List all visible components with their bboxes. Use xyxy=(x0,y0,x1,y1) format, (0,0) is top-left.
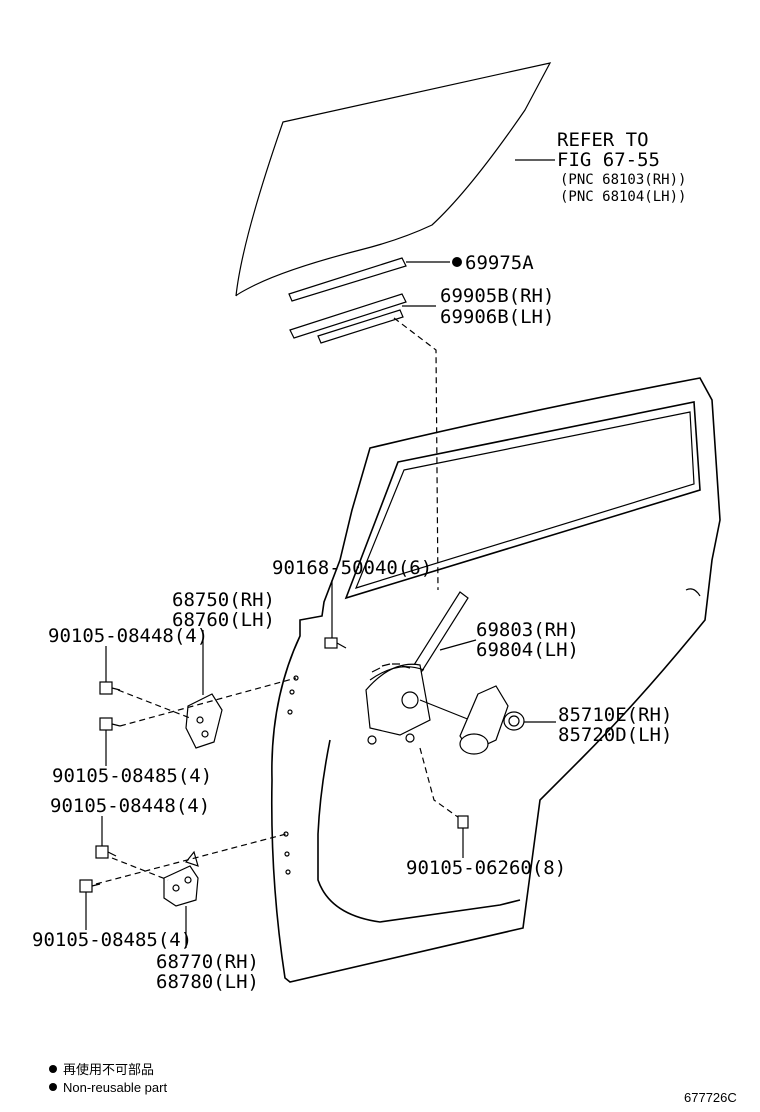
motor-bolt-dashed xyxy=(419,747,463,821)
door-inner-panel xyxy=(317,739,521,923)
upper-hinge-rh-label: 68750(RH) xyxy=(172,589,275,611)
upper-hinge-lh-label: 68760(LH) xyxy=(172,609,275,631)
lower-hinge-lh-label: 68780(LH) xyxy=(156,971,259,993)
legend-marker-jp xyxy=(49,1065,57,1073)
door-glass xyxy=(235,62,552,297)
channel-upper xyxy=(289,293,407,339)
upper-hinge xyxy=(185,693,223,749)
door-edge-line xyxy=(685,588,701,597)
lower-bolt-b-icon xyxy=(79,879,101,893)
door-hole-6 xyxy=(285,869,291,875)
legend-marker-en xyxy=(49,1083,57,1091)
lower-hinge-rh-label: 68770(RH) xyxy=(156,951,259,973)
legend-jp: 再使用不可部品 xyxy=(63,1062,154,1077)
door-hole-3 xyxy=(287,709,293,715)
motor-bolt-label: 90105-06260(8) xyxy=(406,857,566,879)
weatherstrip-label: 69975A xyxy=(465,252,534,274)
motor-rh-label: 85710E(RH) xyxy=(558,704,672,726)
upper-bolt-b-label: 90105-08485(4) xyxy=(52,765,212,787)
upper-bolt-a-label: 90105-08448(4) xyxy=(48,625,208,647)
weatherstrip-part xyxy=(288,257,407,302)
channel-to-regulator-dashed xyxy=(393,317,439,591)
regulator-lh-label: 69804(LH) xyxy=(476,639,579,661)
lower-bolt-a-icon xyxy=(95,845,117,859)
glass-refer-line4: (PNC 68104(LH)) xyxy=(560,189,686,205)
upper-hinge-dashed-a xyxy=(117,689,191,719)
lower-hinge-dashed-b xyxy=(95,833,287,885)
channel-lower xyxy=(317,309,404,344)
upper-bolt-a-icon xyxy=(99,681,121,695)
lower-hinge-dashed-a xyxy=(111,857,169,881)
glass-refer-line2: FIG 67-55 xyxy=(557,149,660,171)
upper-hinge-dashed-b xyxy=(119,677,297,727)
lower-bolt-a-label: 90105-08448(4) xyxy=(50,795,210,817)
channel-rh-label: 69905B(RH) xyxy=(440,285,554,307)
door-window-frame-inner xyxy=(354,411,695,589)
window-regulator xyxy=(365,591,471,745)
motor-lh-label: 85720D(LH) xyxy=(558,724,672,746)
door-hole-2 xyxy=(289,689,295,695)
glass-refer-line1: REFER TO xyxy=(557,129,649,151)
door-hole-5 xyxy=(284,851,290,857)
motor-bolt-icon xyxy=(457,815,469,829)
upper-bolt-b-icon xyxy=(99,717,121,731)
lower-hinge xyxy=(163,850,199,907)
regulator-leader xyxy=(439,639,477,651)
door-panel-outer xyxy=(270,377,721,983)
regulator-bolt-label: 90168-50040(6) xyxy=(272,557,432,579)
regulator-motor xyxy=(459,685,525,755)
channel-lh-label: 69906B(LH) xyxy=(440,306,554,328)
door-window-frame xyxy=(344,401,701,600)
lower-bolt-b-label: 90105-08485(4) xyxy=(32,929,192,951)
legend-en: Non-reusable part xyxy=(63,1080,167,1095)
door-hole-4 xyxy=(283,831,289,837)
non-reusable-marker xyxy=(452,257,462,267)
figure-id: 677726C xyxy=(684,1090,737,1105)
door-hole-1 xyxy=(293,675,299,681)
regulator-bolt-icon xyxy=(324,637,347,649)
regulator-rh-label: 69803(RH) xyxy=(476,619,579,641)
glass-refer-line3: (PNC 68103(RH)) xyxy=(560,172,686,188)
